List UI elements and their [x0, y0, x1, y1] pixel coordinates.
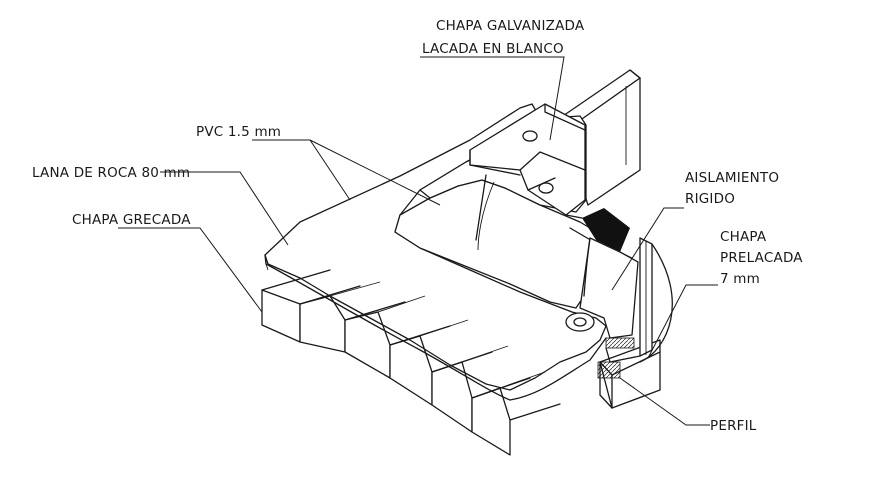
chapa-grecada-deck [261, 269, 561, 456]
aislamiento-rigido-board [579, 237, 641, 363]
bolt-hole-upper-icon [522, 130, 538, 142]
fastener-icon [573, 317, 587, 327]
bolt-hole-lower-icon [538, 182, 554, 194]
label-aislamiento-line1: AISLAMIENTO [685, 170, 779, 186]
label-chapa-galvanizada-line1: CHAPA GALVANIZADA [436, 18, 585, 34]
label-perfil: PERFIL [710, 418, 757, 434]
chapa-prelacada-sheet [639, 237, 673, 363]
label-lana-de-roca: LANA DE ROCA 80 mm [32, 165, 190, 181]
label-pvc: PVC 1.5 mm [196, 124, 281, 140]
label-prelacada-line1: CHAPA [720, 229, 767, 245]
label-prelacada-line3: 7 mm [720, 271, 760, 287]
leader-lines [118, 56, 718, 426]
labels: CHAPA GALVANIZADA LACADA EN BLANCO PVC 1… [32, 18, 803, 434]
label-aislamiento-line2: RIGIDO [685, 191, 735, 207]
lana-de-roca-layer [264, 103, 607, 401]
perfil-profile [597, 339, 661, 409]
fastener-slot [565, 312, 595, 332]
label-chapa-grecada: CHAPA GRECADA [72, 212, 191, 228]
label-chapa-galvanizada-line2: LACADA EN BLANCO [422, 41, 564, 57]
label-prelacada-line2: PRELACADA [720, 250, 803, 266]
